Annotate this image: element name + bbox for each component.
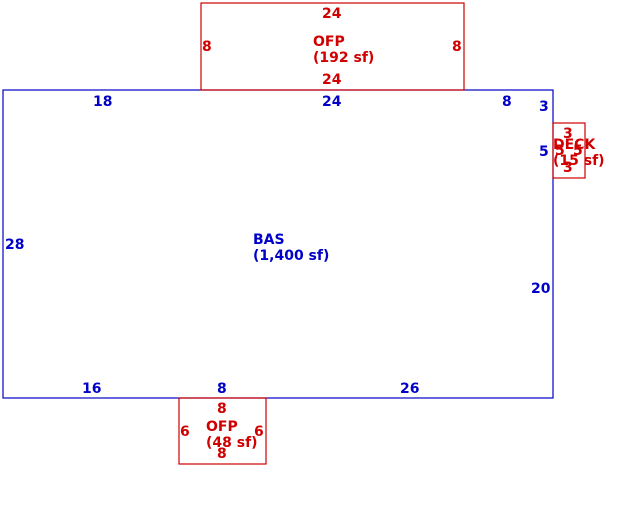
- bas-dim-right-mid: 5: [539, 144, 549, 160]
- bas-name: BAS: [253, 232, 285, 248]
- bas-dim-bottom-right: 26: [400, 381, 419, 397]
- ofp-bottom-dim-bottom: 8: [217, 446, 227, 462]
- bas-dim-right-upper: 3: [539, 99, 549, 115]
- bas-dim-bottom-mid: 8: [217, 381, 227, 397]
- bas-dim-right-lower: 20: [531, 281, 551, 297]
- ofp-top-outline: [200, 2, 465, 91]
- bas-dim-left: 28: [5, 237, 24, 253]
- deck-outline: [552, 122, 586, 179]
- bas-dim-top-left: 18: [93, 94, 112, 110]
- bas-dim-top-right: 8: [502, 94, 512, 110]
- ofp-top-name: OFP: [313, 34, 345, 50]
- ofp-top-dim-top: 24: [322, 6, 342, 22]
- ofp-top-dim-right: 8: [452, 39, 462, 55]
- ofp-bottom-dim-top: 8: [217, 401, 227, 417]
- deck-name: DECK: [553, 137, 596, 153]
- ofp-bottom-dim-right: 6: [254, 424, 264, 440]
- ofp-top-dim-bottom: 24: [322, 72, 342, 88]
- deck-dim-right: 5: [573, 143, 583, 159]
- bas-dim-bottom-left: 16: [82, 381, 101, 397]
- ofp-bottom-dim-left: 6: [180, 424, 190, 440]
- ofp-top-area: (192 sf): [313, 50, 374, 66]
- ofp-bottom-outline: [178, 397, 267, 465]
- ofp-bottom-area: (48 sf): [206, 435, 258, 451]
- deck-dim-bottom: 3: [563, 160, 573, 176]
- ofp-top-dim-left: 8: [202, 39, 212, 55]
- bas-dim-top-middle: 24: [322, 94, 342, 110]
- deck-dim-left: 5: [555, 143, 565, 159]
- deck-dim-top: 3: [563, 126, 573, 142]
- ofp-bottom-name: OFP: [206, 419, 238, 435]
- bas-area: (1,400 sf): [253, 248, 329, 264]
- deck-area: (15 sf): [553, 153, 605, 169]
